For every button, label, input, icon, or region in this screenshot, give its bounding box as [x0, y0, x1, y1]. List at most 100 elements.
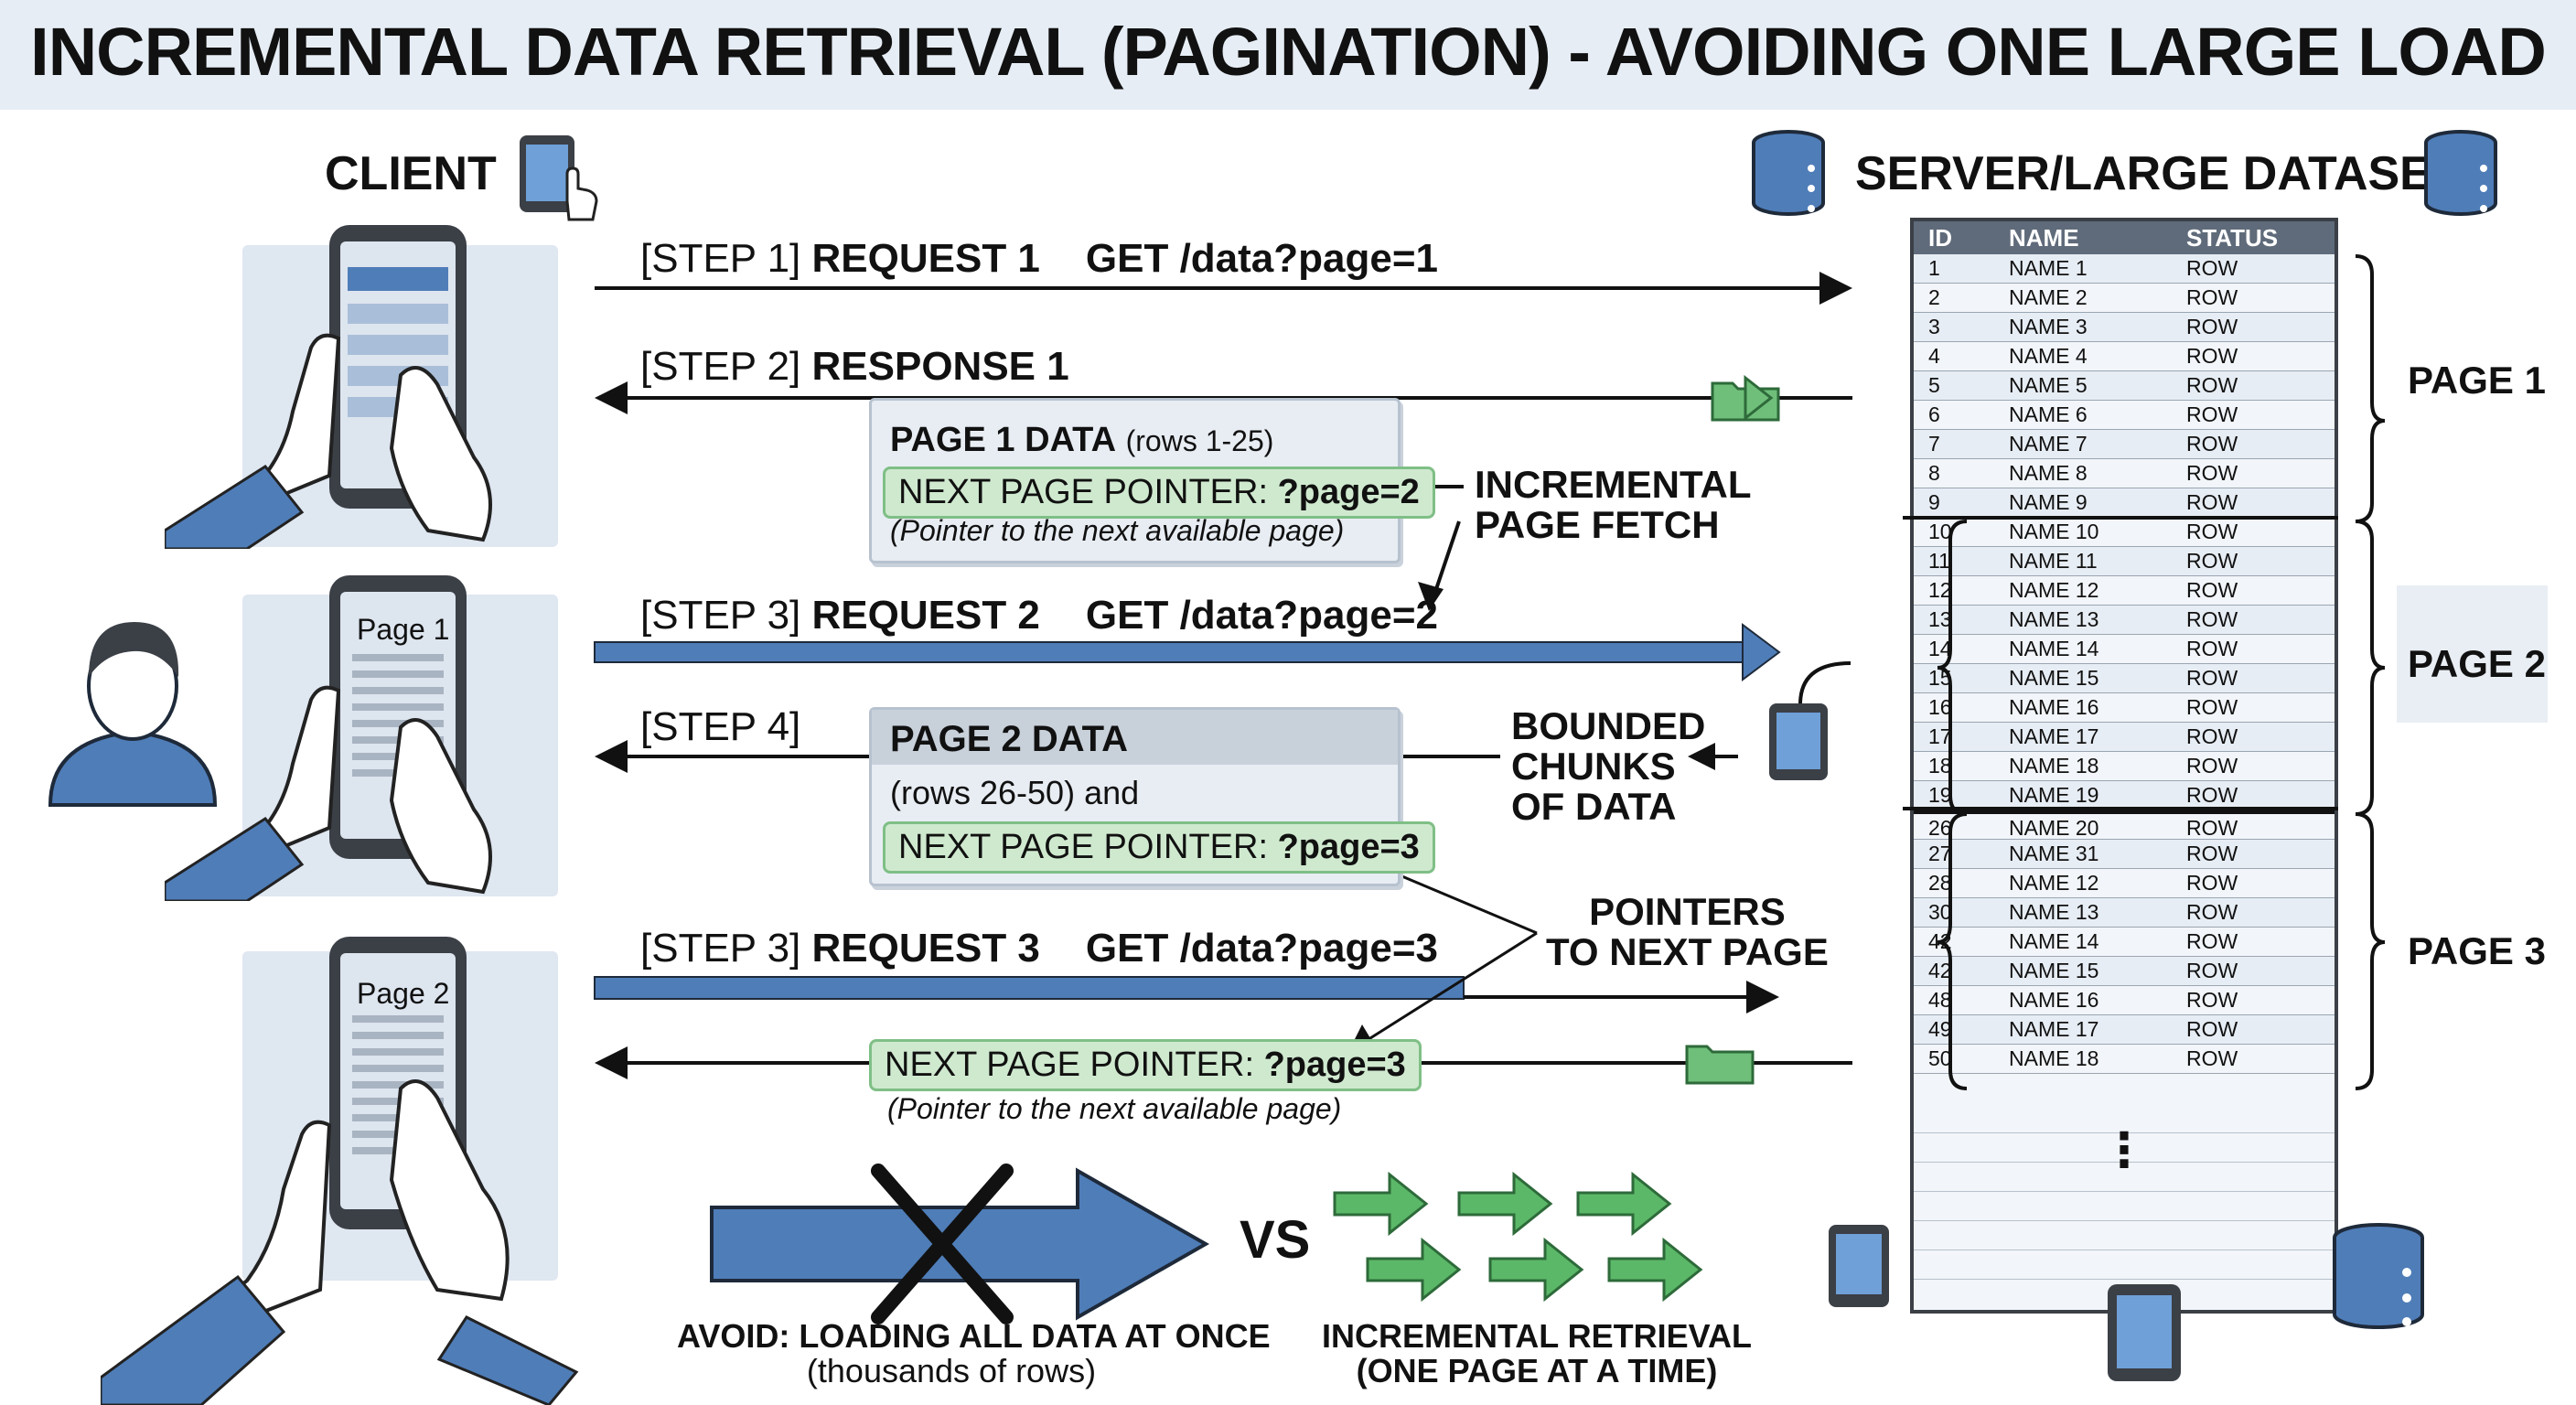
table-cell: NAME 17 [2009, 1017, 2099, 1041]
table-cell: NAME 17 [2009, 724, 2099, 748]
table-row: 16 NAME 16 ROW [1914, 693, 2334, 723]
page-separator [1903, 807, 2338, 810]
table-cell: NAME 1 [2009, 256, 2088, 280]
table-cell: 8 [1928, 461, 1940, 485]
table-cell: 26 [1928, 816, 1952, 840]
table-cell: ROW [2186, 402, 2238, 426]
table-cell: NAME 15 [2009, 959, 2099, 982]
table-cell: 17 [1928, 724, 1952, 748]
table-cell: 49 [1928, 1017, 1952, 1041]
table-row: 7 NAME 7 ROW [1914, 430, 2334, 459]
table-cell: ROW [2186, 988, 2238, 1012]
table-cell: 28 [1928, 871, 1952, 895]
table-cell: NAME 5 [2009, 373, 2088, 397]
incremental-subcaption: (ONE PAGE AT A TIME) [1356, 1352, 1718, 1389]
column-header: ID [1928, 224, 1952, 252]
page-2-label-bg [2397, 585, 2548, 723]
table-cell: NAME 7 [2009, 432, 2088, 456]
page-2-data-box: PAGE 2 DATA (rows 26-50) and NEXT PAGE P… [869, 707, 1435, 886]
table-cell: NAME 11 [2009, 549, 2098, 573]
avoid-caption: AVOID: LOADING ALL DATA AT ONCE [677, 1317, 1271, 1355]
table-cell: ROW [2186, 520, 2238, 543]
page-1-data-box: PAGE 1 DATA (rows 1-25) NEXT PAGE POINTE… [869, 398, 1435, 563]
table-cell: ROW [2186, 754, 2238, 778]
box-1-title: PAGE 1 DATA [890, 421, 1117, 459]
table-cell: 30 [1928, 900, 1952, 924]
box-2-title: PAGE 2 DATA [890, 719, 1129, 759]
table-cell: ROW [2186, 607, 2238, 631]
avoid-subcaption: (thousands of rows) [806, 1352, 1097, 1389]
phone-screen-label: Page 1 [357, 613, 450, 646]
table-cell: NAME 13 [2009, 900, 2099, 924]
page-3-label: PAGE 3 [2408, 929, 2546, 972]
table-cell: NAME 12 [2009, 871, 2099, 895]
table-cell: NAME 16 [2009, 695, 2099, 719]
tablet-icon [2108, 1284, 2181, 1381]
table-cell: 12 [1928, 578, 1952, 602]
table-cell: 18 [1928, 754, 1952, 778]
table-cell: NAME 14 [2009, 929, 2099, 953]
table-cell: ROW [2186, 929, 2238, 953]
table-cell: ROW [2186, 900, 2238, 924]
table-cell: ROW [2186, 1046, 2238, 1070]
table-cell: 1 [1928, 256, 1940, 280]
folder-icon [1711, 374, 1780, 422]
page-title: INCREMENTAL DATA RETRIEVAL (PAGINATION) … [30, 14, 2547, 90]
table-ellipsis: ⋮ [2100, 1124, 2148, 1177]
hand-phone-icon [165, 575, 492, 901]
table-cell: ROW [2186, 256, 2238, 280]
person-icon [41, 604, 224, 819]
table-cell: NAME 19 [2009, 783, 2099, 807]
table-cell: 7 [1928, 432, 1940, 456]
table-cell: ROW [2186, 666, 2238, 690]
table-cell: 48 [1928, 988, 1952, 1012]
avoid-big-arrow [710, 1164, 1210, 1325]
table-cell: 9 [1928, 490, 1940, 514]
hand-phone-icon [165, 225, 492, 549]
next-page-pointer-2: NEXT PAGE POINTER: ?page=3 [883, 821, 1435, 874]
server-heading: SERVER/LARGE DATASET [1855, 147, 2461, 200]
database-icon [1752, 130, 1825, 216]
table-cell: 27 [1928, 842, 1952, 865]
table-cell: 50 [1928, 1046, 1952, 1070]
step-2-label: [STEP 2] RESPONSE 1 [640, 344, 1069, 389]
table-cell: 13 [1928, 607, 1952, 631]
column-header: NAME [2009, 224, 2079, 252]
database-icon [2424, 130, 2497, 216]
page-2-label: PAGE 2 [2408, 642, 2546, 685]
table-cell: NAME 12 [2009, 578, 2099, 602]
table-cell: NAME 31 [2009, 842, 2099, 865]
database-icon [2333, 1223, 2424, 1329]
box-1-rows: (rows 1-25) [1125, 424, 1274, 457]
table-cell: 16 [1928, 695, 1952, 719]
column-header: STATUS [2186, 224, 2279, 252]
request-2-arrow [594, 641, 1766, 663]
table-cell: NAME 18 [2009, 1046, 2099, 1070]
table-cell: ROW [2186, 637, 2238, 660]
table-cell: NAME 6 [2009, 402, 2088, 426]
table-cell: ROW [2186, 959, 2238, 982]
table-cell: ROW [2186, 783, 2238, 807]
table-cell: ROW [2186, 432, 2238, 456]
table-cell: NAME 3 [2009, 315, 2088, 338]
next-page-pointer-1: NEXT PAGE POINTER: ?page=2 [883, 467, 1435, 519]
request-3-arrow [594, 976, 1465, 1000]
table-cell: ROW [2186, 373, 2238, 397]
table-cell: ROW [2186, 871, 2238, 895]
table-cell: ROW [2186, 695, 2238, 719]
table-row: 50 NAME 18 ROW [1914, 1045, 2334, 1074]
table-cell: 10 [1928, 520, 1952, 543]
